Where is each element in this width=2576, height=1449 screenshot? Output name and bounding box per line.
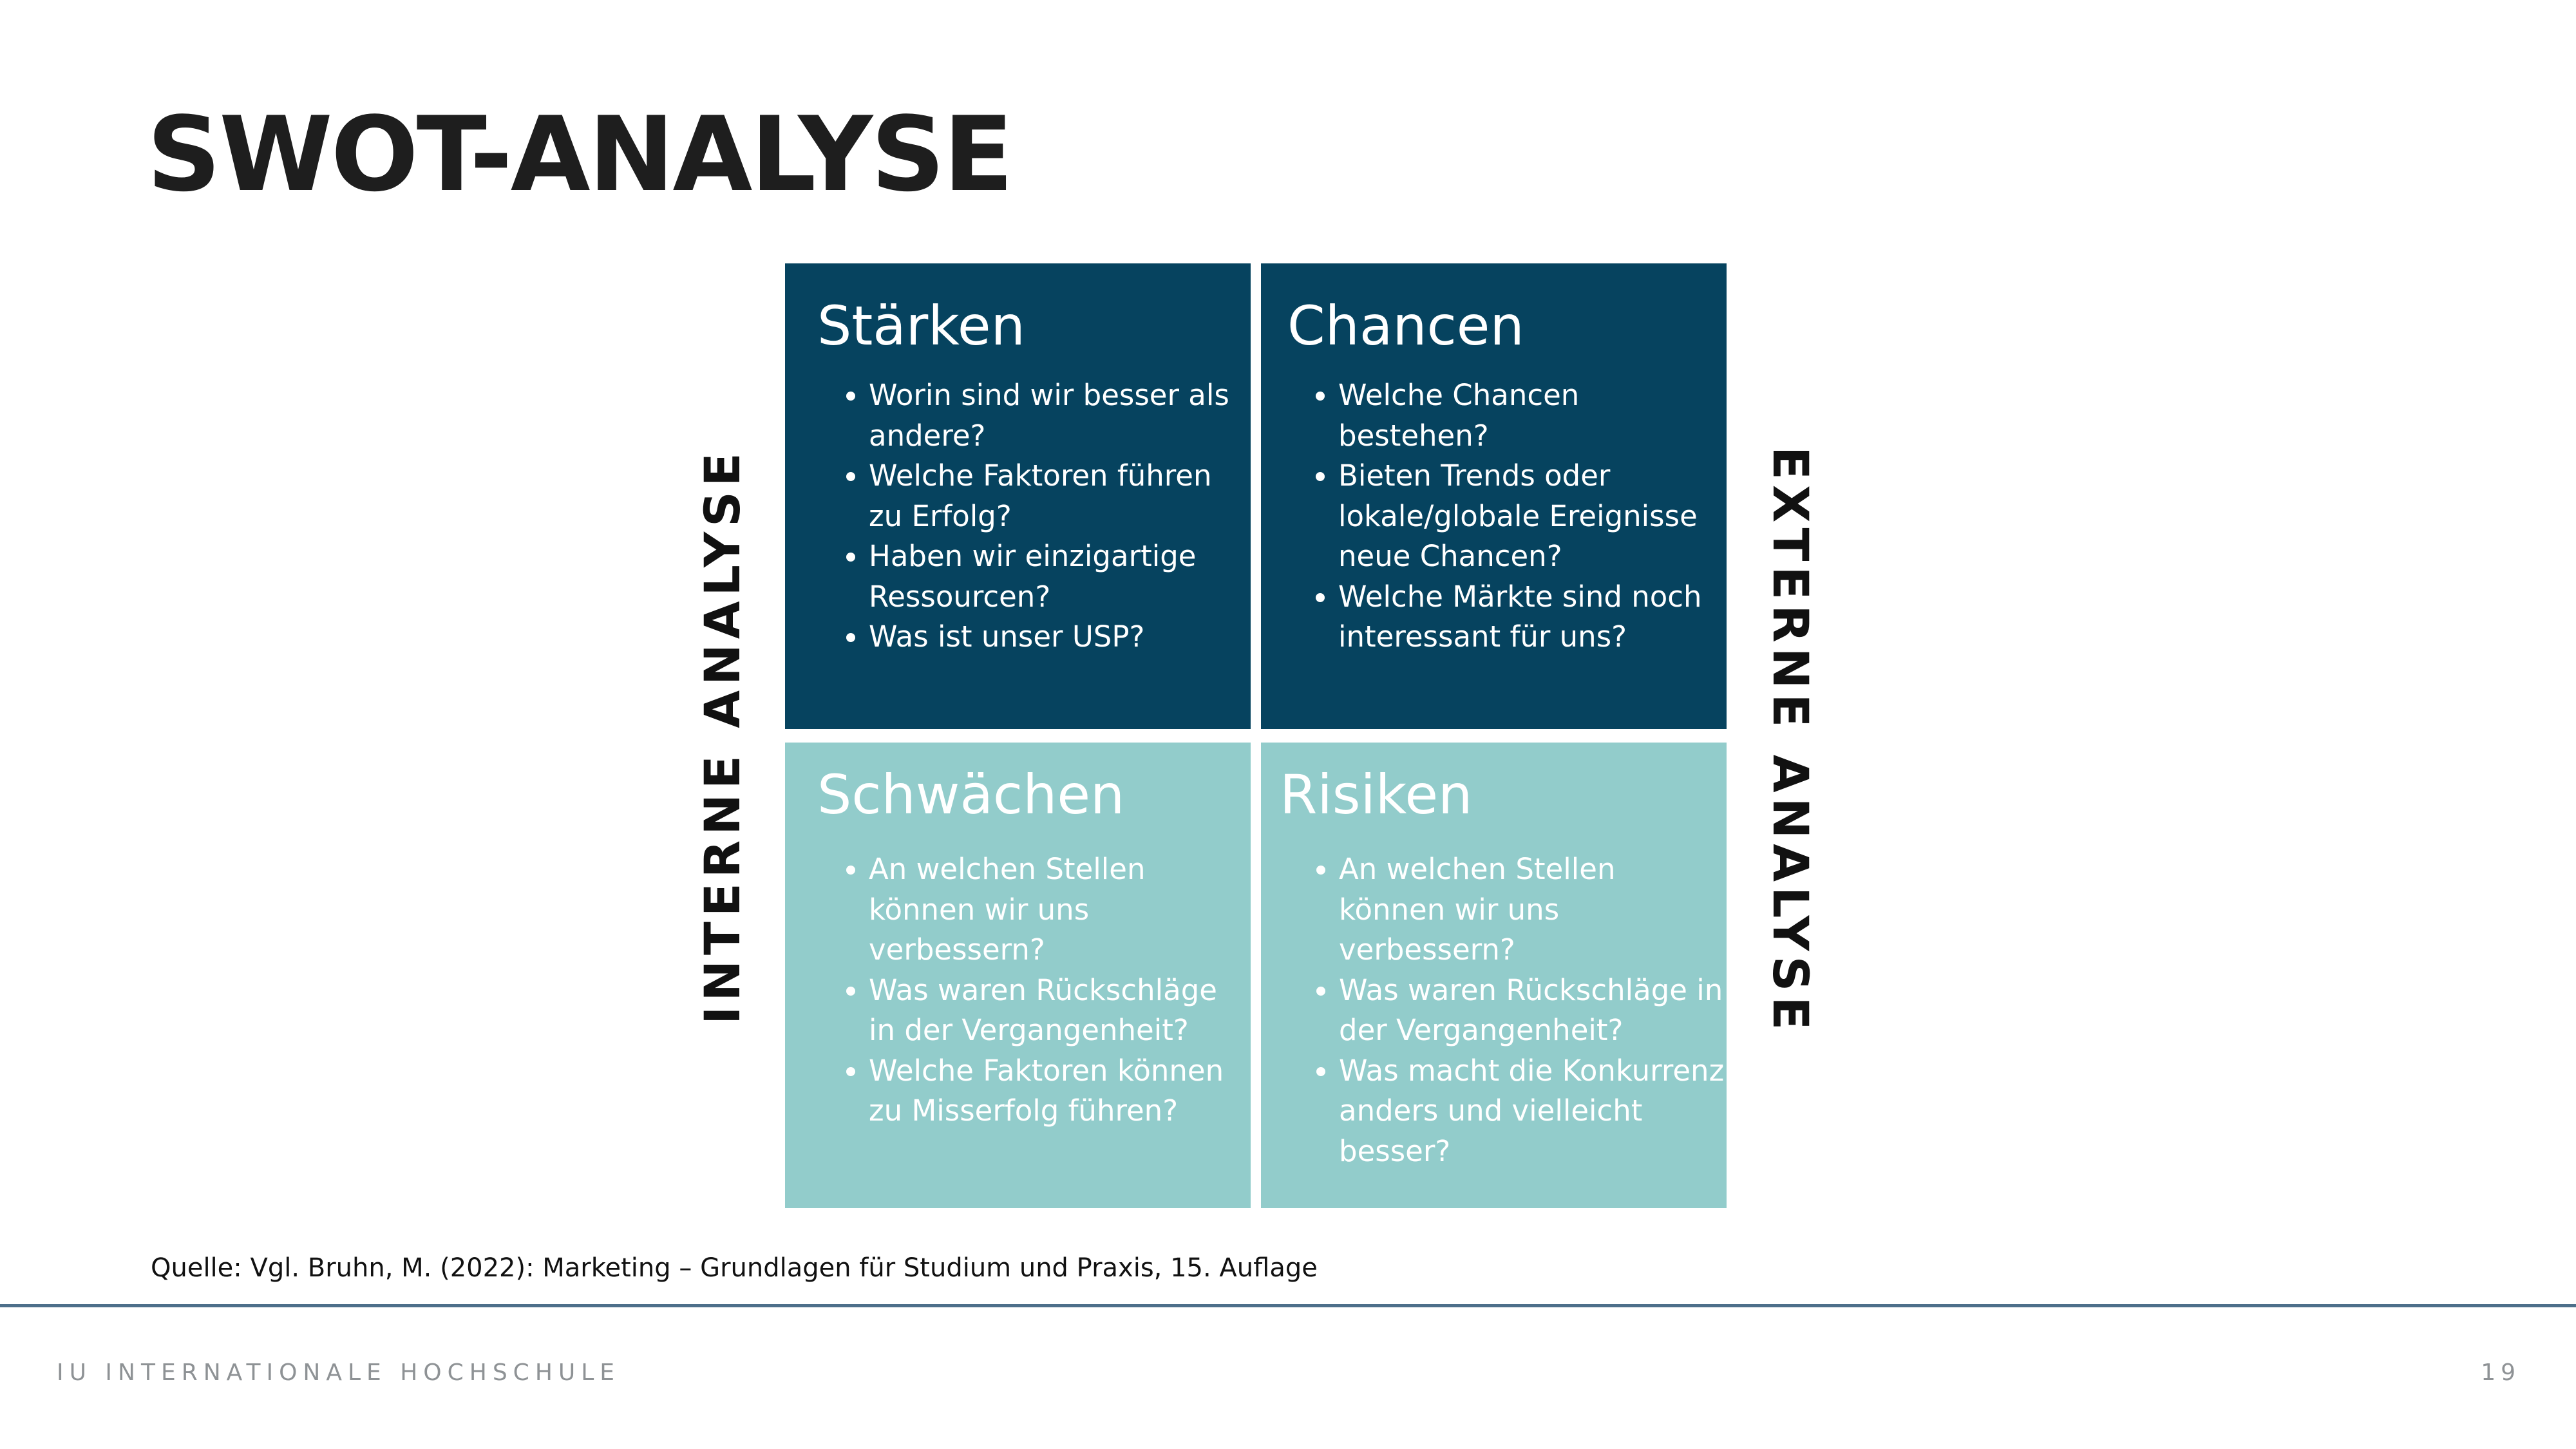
slide-title: SWOT-ANALYSE (147, 94, 1014, 214)
source-citation: Quelle: Vgl. Bruhn, M. (2022): Marketing… (151, 1253, 1318, 1283)
quadrant-title-threats: Risiken (1280, 763, 1473, 826)
quadrant-title-opportunities: Chancen (1287, 294, 1524, 357)
list-item: Was waren Rückschläge in der Vergangenhe… (869, 971, 1251, 1051)
list-item: Welche Faktoren können zu Misserfolg füh… (869, 1051, 1251, 1132)
opportunities-list: Welche Chancen bestehen? Bieten Trends o… (1287, 375, 1727, 658)
quadrant-strengths: Stärken Worin sind wir besser als andere… (785, 263, 1251, 729)
footer-divider (0, 1304, 2576, 1307)
weaknesses-list: An welchen Stellen können wir uns verbes… (817, 849, 1251, 1132)
list-item: Haben wir einzigartige Ressourcen? (869, 536, 1251, 617)
list-item: An welchen Stellen können wir uns verbes… (1339, 849, 1727, 971)
quadrant-title-strengths: Stärken (817, 294, 1025, 357)
quadrant-opportunities: Chancen Welche Chancen bestehen? Bieten … (1261, 263, 1727, 729)
list-item: Welche Chancen bestehen? (1338, 375, 1727, 456)
axis-label-external: EXTERNE ANALYSE (1762, 446, 1819, 1036)
footer-organization: IU INTERNATIONALE HOCHSCHULE (57, 1359, 621, 1386)
list-item: Worin sind wir besser als andere? (869, 375, 1251, 456)
quadrant-weaknesses: Schwächen An welchen Stellen können wir … (785, 743, 1251, 1208)
strengths-list: Worin sind wir besser als andere? Welche… (817, 375, 1251, 658)
axis-label-internal: INTERNE ANALYSE (694, 448, 751, 1025)
list-item: Was ist unser USP? (869, 617, 1251, 658)
list-item: Bieten Trends oder lokale/globale Ereign… (1338, 456, 1727, 577)
list-item: Welche Faktoren führen zu Erfolg? (869, 456, 1251, 536)
quadrant-title-weaknesses: Schwächen (817, 763, 1125, 826)
list-item: Was waren Rückschläge in der Vergangenhe… (1339, 971, 1727, 1051)
list-item: Was macht die Konkurrenz anders und viel… (1339, 1051, 1727, 1172)
list-item: An welchen Stellen können wir uns verbes… (869, 849, 1251, 971)
threats-list: An welchen Stellen können wir uns verbes… (1280, 849, 1727, 1171)
list-item: Welche Märkte sind noch interessant für … (1338, 577, 1727, 658)
page-number: 19 (2481, 1359, 2521, 1386)
quadrant-threats: Risiken An welchen Stellen können wir un… (1261, 743, 1727, 1208)
